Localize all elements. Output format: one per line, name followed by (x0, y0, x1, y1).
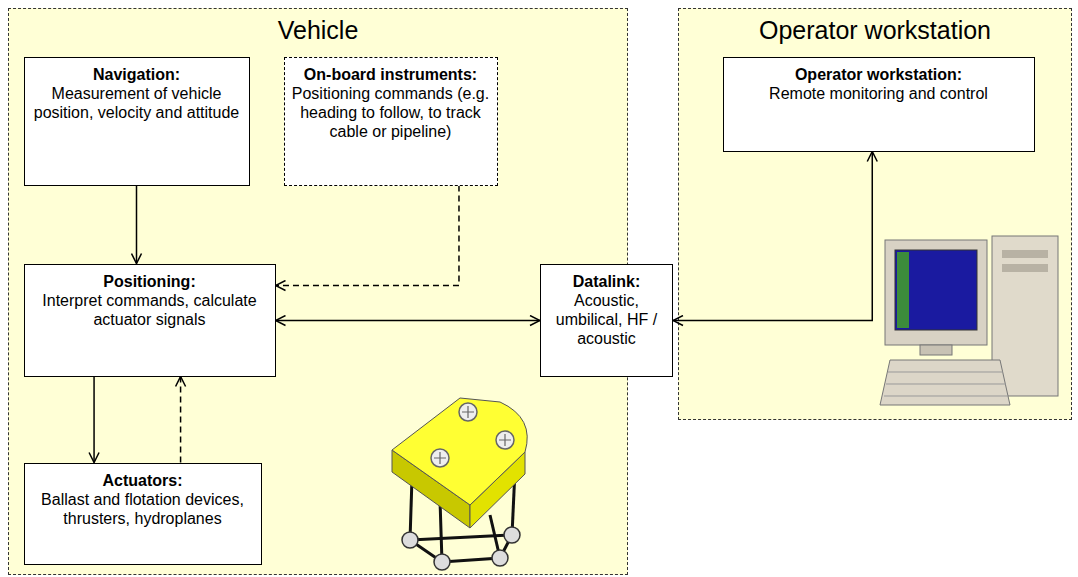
positioning-box: Positioning:Interpret commands, calculat… (24, 264, 276, 377)
box-body: Interpret commands, calculate actuator s… (31, 291, 269, 329)
box-body: Positioning commands (e.g. heading to fo… (291, 84, 491, 141)
actuators-box: Actuators:Ballast and flotation devices,… (24, 463, 262, 565)
connector (136, 186, 138, 264)
vehicle-region: VehicleNavigation:Measurement of vehicle… (8, 8, 628, 575)
box-heading: Positioning: (31, 272, 269, 291)
dashed-connector (180, 377, 182, 463)
instruments-box: On-board instruments:Positioning command… (284, 57, 498, 186)
navigation-box: Navigation:Measurement of vehicle positi… (24, 57, 250, 186)
box-heading: Datalink: (547, 272, 666, 291)
connector (276, 320, 541, 322)
box-body: Acoustic, umbilical, HF / acoustic (547, 291, 666, 348)
box-body: Remote monitoring and control (730, 84, 1028, 103)
box-body: Ballast and flotation devices, thrusters… (31, 490, 255, 528)
computer-illustration (880, 236, 1058, 405)
box-body: Measurement of vehicle position, velocit… (31, 84, 243, 122)
dashed-connector (276, 186, 459, 286)
box-heading: Actuators: (31, 471, 255, 490)
connector (673, 152, 872, 321)
connector (93, 377, 95, 463)
vehicle-illustration (392, 398, 527, 570)
box-heading: Navigation: (31, 65, 243, 84)
region-title: Operator workstation (679, 9, 1071, 45)
region-title: Vehicle (9, 9, 627, 45)
datalink-box: Datalink:Acoustic, umbilical, HF / acous… (540, 264, 673, 377)
box-heading: Operator workstation: (730, 65, 1028, 84)
workstation-box: Operator workstation:Remote monitoring a… (723, 57, 1035, 152)
box-heading: On-board instruments: (291, 65, 491, 84)
